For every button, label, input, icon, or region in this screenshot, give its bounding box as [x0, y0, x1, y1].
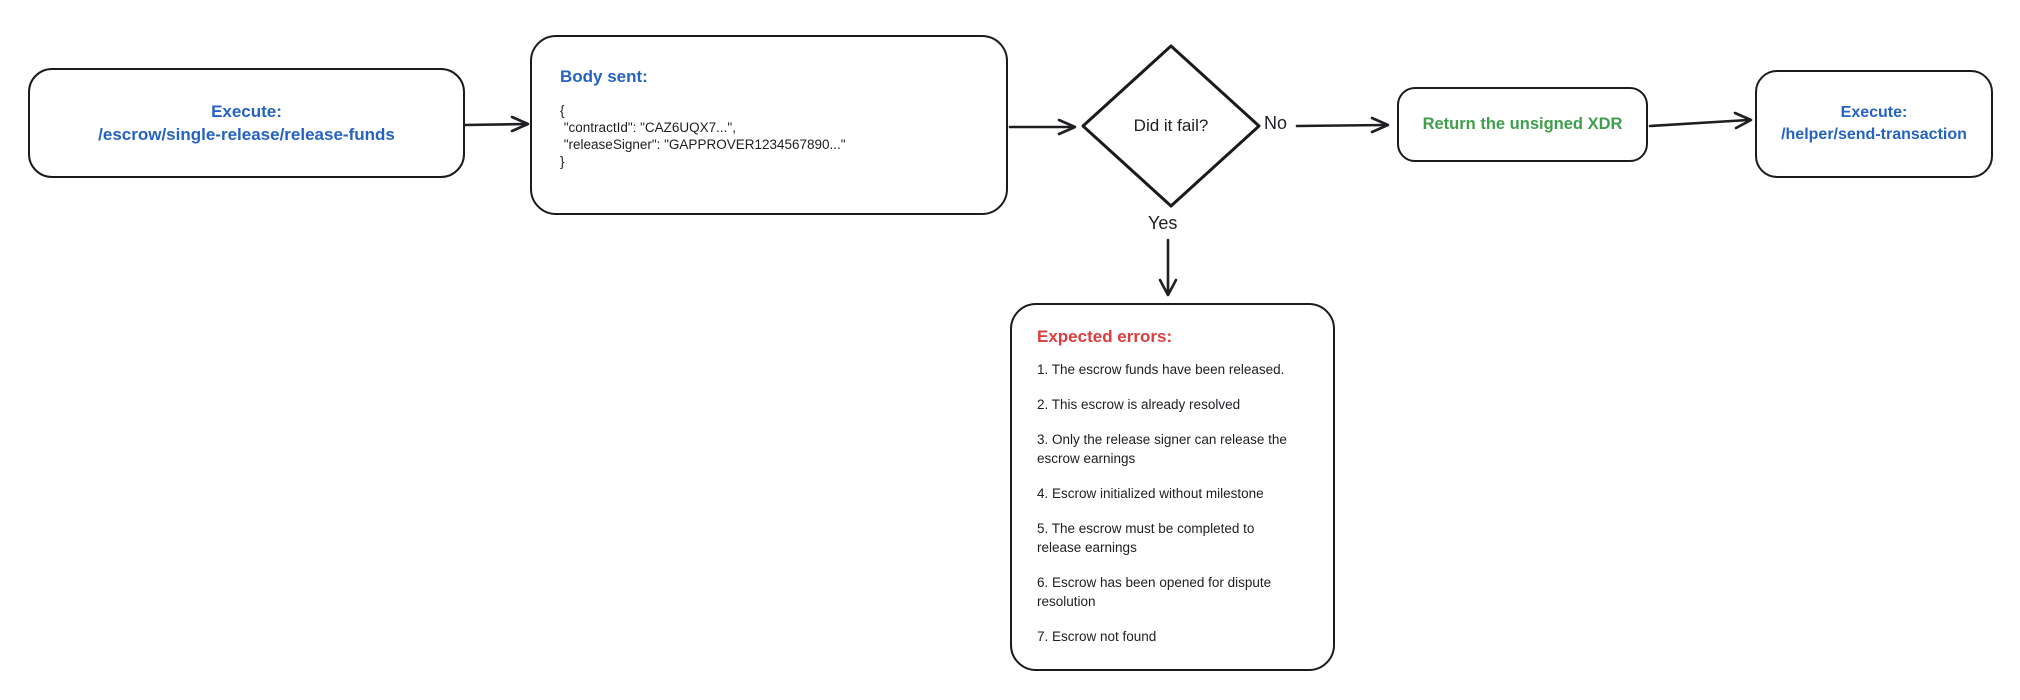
node-execute-send-transaction: Execute: /helper/send-transaction	[1755, 70, 1993, 178]
node-body-sent: Body sent: { "contractId": "CAZ6UQX7..."…	[530, 35, 1008, 215]
arrow-start-to-body	[463, 115, 530, 133]
error-item: 5. The escrow must be completed to relea…	[1037, 521, 1255, 555]
decision-diamond: Did it fail?	[1078, 42, 1264, 210]
code-line: "releaseSigner": "GAPPROVER1234567890...…	[560, 137, 846, 152]
edge-label-yes: Yes	[1148, 213, 1178, 233]
node-return-unsigned-xdr: Return the unsigned XDR	[1397, 87, 1648, 162]
arrow-body-to-decision	[1008, 118, 1077, 136]
code-line: }	[560, 154, 565, 169]
diamond-shape	[1081, 44, 1261, 208]
expected-errors-title: Expected errors:	[1037, 327, 1173, 346]
code-line: {	[560, 103, 565, 118]
arrow-no-to-return	[1295, 116, 1390, 134]
error-item: 6. Escrow has been opened for dispute re…	[1037, 575, 1272, 609]
node-title: Execute:	[1840, 104, 1908, 121]
request-body-json: { "contractId": "CAZ6UQX7...", "releaseS…	[560, 102, 986, 170]
decision-question: Did it fail?	[1133, 116, 1209, 135]
error-item: 4. Escrow initialized without milestone	[1037, 486, 1264, 501]
node-expected-errors: Expected errors: 1. The escrow funds hav…	[1010, 303, 1335, 671]
node-execute-release-funds: Execute: /escrow/single-release/release-…	[28, 68, 465, 178]
edge-label-no: No	[1264, 113, 1288, 133]
arrow-yes-to-errors	[1158, 238, 1178, 297]
error-item: 7. Escrow not found	[1037, 629, 1157, 644]
endpoint-path: /escrow/single-release/release-funds	[98, 125, 395, 144]
node-title: Execute:	[211, 102, 282, 121]
error-item: 2. This escrow is already resolved	[1037, 397, 1241, 412]
error-item: 3. Only the release signer can release t…	[1037, 432, 1287, 466]
error-item: 1. The escrow funds have been released.	[1037, 362, 1285, 377]
code-line: "contractId": "CAZ6UQX7...",	[560, 120, 736, 135]
return-xdr-label: Return the unsigned XDR	[1422, 115, 1623, 133]
error-list: 1. The escrow funds have been released. 2…	[1037, 360, 1315, 646]
body-sent-title: Body sent:	[560, 67, 648, 86]
endpoint-path: /helper/send-transaction	[1781, 126, 1967, 143]
arrow-return-to-send	[1648, 111, 1753, 130]
